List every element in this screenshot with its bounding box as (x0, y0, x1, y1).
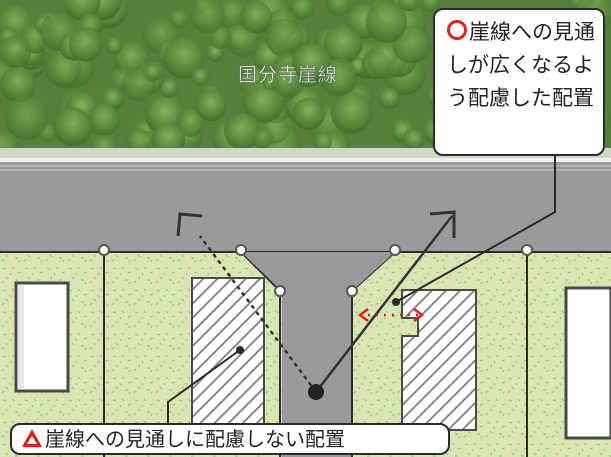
building-right-hatched (401, 289, 477, 431)
red-triangle-icon (22, 429, 42, 447)
boundary-markers (98, 244, 533, 297)
sightline-wide-arrowhead (429, 210, 456, 238)
sightline-narrow (198, 235, 318, 393)
road (0, 162, 611, 252)
bad-arrangement-callout: 崖線への見通しに配慮しない配置 (10, 423, 450, 455)
sightline-narrow-arrowhead (176, 212, 203, 237)
access-road (282, 252, 352, 457)
setback-dimension (357, 308, 425, 322)
good-arrangement-callout: 崖線への見通しが広くなるよう配慮した配置 (433, 8, 605, 156)
good-callout-leader (395, 152, 556, 303)
forest-label: 国分寺崖線 (238, 64, 338, 86)
red-circle-icon (447, 20, 467, 40)
house-left (14, 281, 70, 393)
building-left-hatched (191, 277, 265, 427)
good-arrangement-text: 崖線への見通しが広くなるよう配慮した配置 (447, 20, 595, 110)
bad-callout-leader (167, 349, 241, 424)
house-right (564, 286, 611, 440)
bad-arrangement-text: 崖線への見通しに配慮しない配置 (45, 427, 345, 451)
sightline-wide (315, 215, 453, 393)
viewpoint-dot (308, 384, 324, 400)
